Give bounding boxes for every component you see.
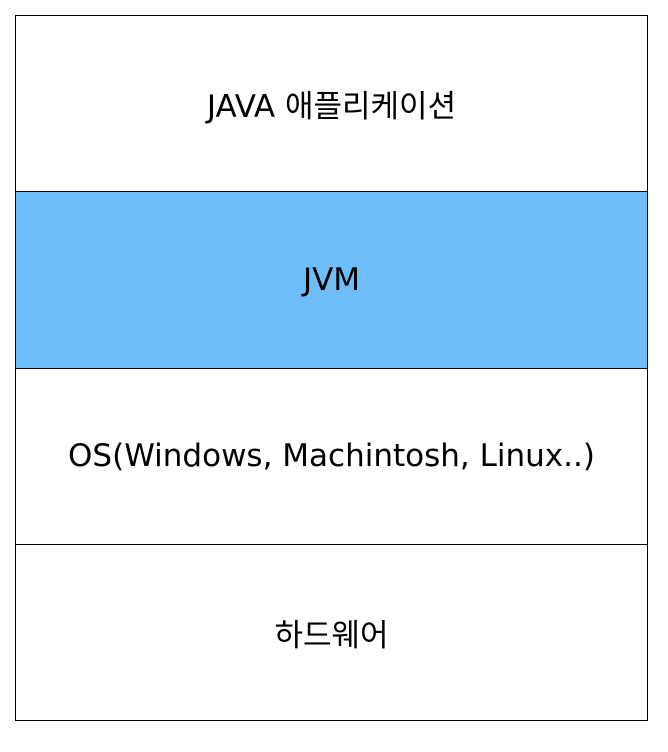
architecture-stack: JAVA 애플리케이션 JVM OS(Windows, Machintosh, … — [15, 15, 648, 721]
layer-hardware: 하드웨어 — [16, 544, 647, 720]
layer-jvm: JVM — [16, 192, 647, 369]
layer-java-application: JAVA 애플리케이션 — [16, 16, 647, 193]
layer-os: OS(Windows, Machintosh, Linux..) — [16, 368, 647, 545]
